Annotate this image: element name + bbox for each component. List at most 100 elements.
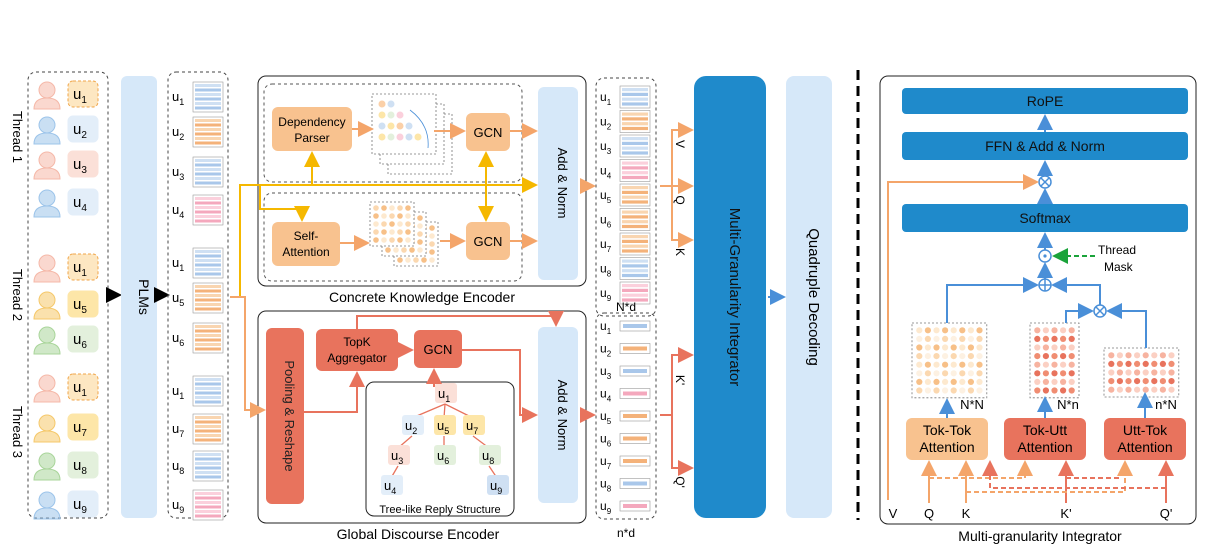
out-token-block: u5 [600, 183, 651, 207]
out-token-block: u1 [600, 85, 651, 109]
user-icon [38, 452, 56, 470]
plms-block: PLMs [121, 76, 157, 518]
out-utt-block: u4 [600, 387, 651, 404]
ffn-label: FFN & Add & Norm [985, 138, 1105, 154]
user-icon [38, 254, 56, 272]
user-icon [38, 81, 56, 99]
out-label: u7 [600, 237, 612, 254]
user-icon [38, 491, 56, 509]
user-icon [38, 414, 56, 432]
token-block: u5 [172, 282, 224, 314]
token-label: u1 [172, 255, 184, 273]
tree-node: u5 [434, 415, 456, 436]
out-label: u3 [600, 139, 612, 156]
out-label: u2 [600, 115, 612, 132]
label-k2: K' [673, 375, 687, 385]
ck-arrows [239, 121, 538, 297]
token-label: u4 [172, 202, 184, 220]
out-utt-block: u1 [600, 319, 651, 336]
thread-utterance: u3 [33, 150, 99, 180]
integrator-label: Multi-Granularity Integrator [726, 208, 743, 386]
out-label: u9 [600, 286, 612, 303]
token-block: u7 [172, 413, 224, 445]
attention-matrix-thumbnail [369, 201, 439, 267]
gd-arrows [230, 296, 564, 423]
ck-title: Concrete Knowledge Encoder [329, 289, 515, 305]
token-block: u2 [172, 116, 224, 148]
out-label: u8 [600, 262, 612, 279]
token-block: u4 [172, 194, 224, 226]
tree-node: u4 [381, 475, 403, 496]
out-token-block: u7 [600, 232, 651, 256]
tree-node: u7 [463, 415, 485, 436]
out-label: u7 [600, 454, 612, 471]
ck-gcn-2: GCN [474, 234, 503, 249]
out-label: u8 [600, 477, 612, 494]
ck-gcn-1: GCN [474, 125, 503, 140]
thread-utterance: u8 [33, 451, 99, 481]
thread-3-label: Thread 3 [10, 406, 25, 458]
thread-utterance: u1 [33, 253, 99, 283]
attention-matrix [1103, 347, 1180, 398]
dim-nN: n*N [1155, 397, 1177, 412]
thread-utterance: u7 [33, 413, 99, 443]
gd-gcn: GCN [424, 342, 453, 357]
out-label: u6 [600, 432, 612, 449]
out-token-block: u2 [600, 110, 651, 133]
out-label: u4 [600, 164, 612, 181]
gd-title: Global Discourse Encoder [337, 526, 500, 542]
out-utt-block: u5 [600, 409, 651, 426]
dim-bottom: n*d [617, 526, 635, 540]
token-label: u1 [172, 383, 184, 401]
out-label: u2 [600, 342, 612, 359]
out-token-block: u3 [600, 134, 651, 158]
ck-add-norm: Add & Norm [555, 148, 570, 219]
user-icon [38, 374, 56, 392]
dependency-graph-thumbnail [371, 93, 453, 175]
attention-matrix [1029, 322, 1080, 399]
dim-top: N*d [616, 300, 636, 314]
out-token-block: u9 [600, 281, 651, 305]
right-panel-arrows [887, 114, 1174, 503]
right-panel-title: Multi-granularity Integrator [958, 528, 1122, 544]
out-utt-block: u9 [600, 499, 651, 516]
tree-node: u6 [434, 445, 456, 466]
token-label: u2 [172, 124, 184, 142]
token-label: u6 [172, 330, 184, 348]
rp-input-q2: Q' [1160, 506, 1173, 521]
rp-input-q: Q [924, 506, 934, 521]
tree-node: u8 [479, 445, 501, 466]
out-utt-block: u3 [600, 364, 651, 381]
token-block: u1 [172, 247, 224, 279]
user-icon [38, 116, 56, 134]
label-q: Q [673, 195, 687, 204]
out-utt-block: u2 [600, 342, 651, 359]
decoding-block: Quadruple Decoding [786, 76, 832, 518]
rp-input-v: V [889, 506, 898, 521]
out-label: u6 [600, 213, 612, 230]
token-block: u6 [172, 322, 224, 354]
out-token-block: u6 [600, 208, 651, 231]
rp-input-k2: K' [1060, 506, 1071, 521]
self-attention-label: Self-Attention [282, 229, 329, 259]
rp-input-k: K [962, 506, 971, 521]
token-block: u1 [172, 81, 224, 113]
out-label: u4 [600, 387, 612, 404]
out-utt-block: u7 [600, 454, 651, 471]
token-label: u5 [172, 290, 184, 308]
out-utt-block: u6 [600, 432, 651, 449]
gd-add-norm: Add & Norm [555, 380, 570, 451]
user-icon [38, 326, 56, 344]
plms-label: PLMs [136, 279, 152, 315]
pooling-reshape: Pooling & Reshape [282, 360, 297, 471]
thread-utterance: u9 [33, 490, 99, 520]
